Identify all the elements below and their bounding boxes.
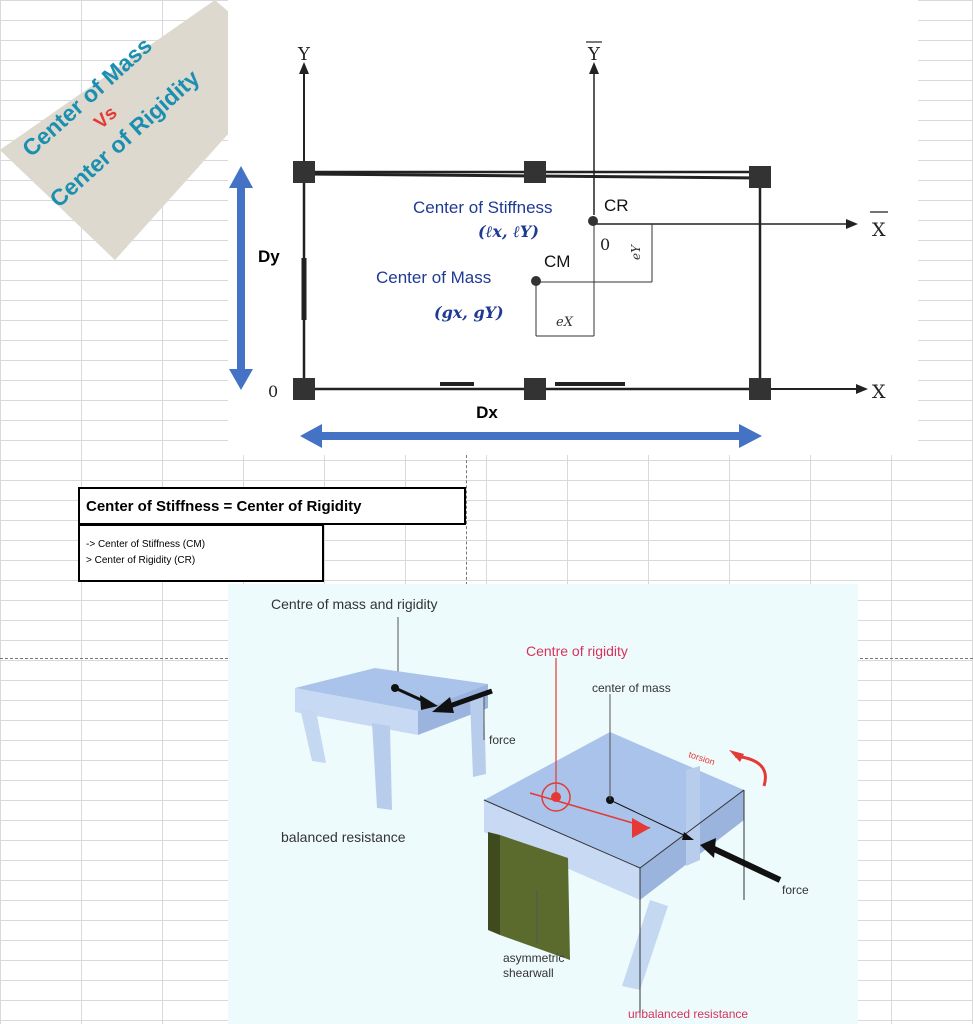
center-mass-label: center of mass <box>592 681 671 695</box>
table-illustration: Centre of mass and rigidity force balanc… <box>228 584 858 1024</box>
ex-label: eX <box>556 315 574 330</box>
top-label: Centre of mass and rigidity <box>271 596 438 612</box>
balanced-label: balanced resistance <box>281 829 406 845</box>
cm-label: CM <box>544 252 570 271</box>
definition-line-1: -> Center of Stiffness (CM) <box>86 539 206 550</box>
force-left-label: force <box>489 733 516 747</box>
title-banner: Center of Mass Vs Center of Rigidity <box>0 0 300 260</box>
origin-bar-label: 0 <box>600 235 610 254</box>
origin-label: 0 <box>268 382 278 401</box>
cr-point <box>588 216 598 226</box>
dx-label: Dx <box>476 403 498 422</box>
dx-arrow <box>300 424 762 448</box>
ybar-axis-label: Y <box>587 44 601 65</box>
mass-label: Center of Mass <box>376 268 491 287</box>
xbar-axis-label: X <box>872 219 886 241</box>
cr-label: CR <box>604 196 629 215</box>
unbalanced-table <box>483 658 782 1015</box>
definition-list-box: -> Center of Stiffness (CM) > Center of … <box>78 524 324 582</box>
unbalanced-label: unbalanced resistance <box>628 1007 748 1021</box>
definition-title-box: Center of Stiffness = Center of Rigidity <box>78 487 466 525</box>
mass-coords: (gx, gY) <box>434 303 504 322</box>
stiffness-label: Center of Stiffness <box>413 198 553 217</box>
plan-diagram: Dy Dx Y Y X X 0 0 eY eX <box>228 0 918 455</box>
force-right-label: force <box>782 883 809 897</box>
definition-line-2: > Center of Rigidity (CR) <box>86 555 196 566</box>
ey-label: eY <box>629 244 643 260</box>
centre-rigidity-label: Centre of rigidity <box>526 643 628 659</box>
x-axis-label: X <box>872 381 886 403</box>
dy-label: Dy <box>258 247 280 266</box>
definition-title: Center of Stiffness = Center of Rigidity <box>86 498 362 515</box>
y-axis-label: Y <box>297 44 311 65</box>
stiffness-coords: (ℓx, ℓY) <box>478 222 539 241</box>
cm-point <box>531 276 541 286</box>
page-break-vertical <box>466 455 467 585</box>
balanced-table <box>295 668 493 810</box>
dy-arrow <box>229 166 253 390</box>
columns <box>293 161 771 400</box>
